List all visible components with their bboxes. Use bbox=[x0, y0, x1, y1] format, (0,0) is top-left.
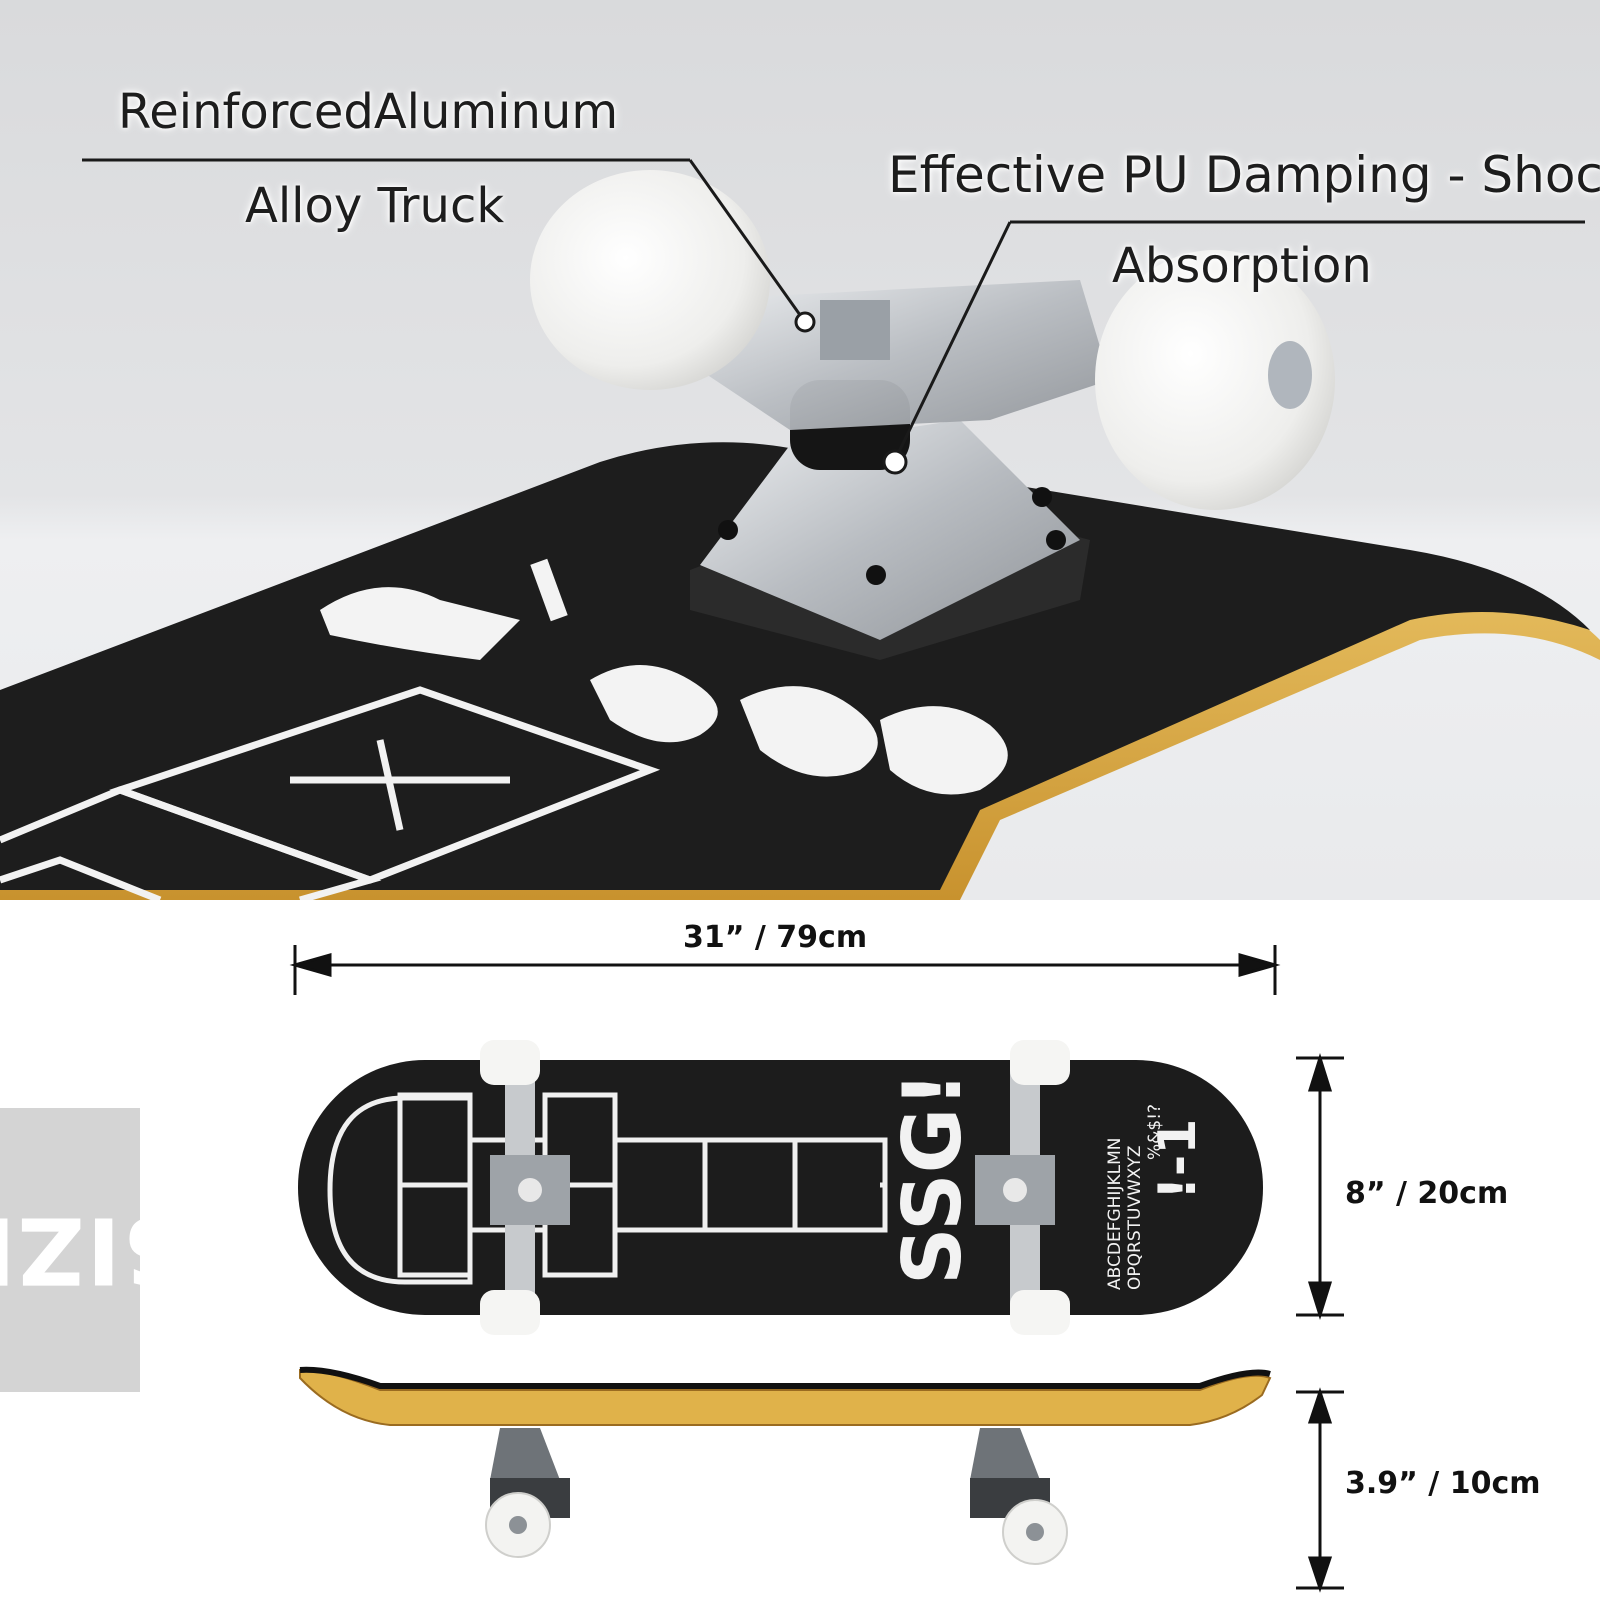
height-arrow bbox=[1296, 1387, 1344, 1593]
callout-leaders bbox=[82, 158, 1585, 461]
width-dimension-label: 8” / 20cm bbox=[1345, 1176, 1509, 1211]
right-wheel-bearing bbox=[1268, 341, 1312, 409]
truck-base bbox=[700, 420, 1080, 640]
dimension-diagram: SSG! ABCDEFGHIJKLMN OPQRSTUVWXYZ %&$!? !… bbox=[289, 945, 1344, 1593]
deck-brand-text: SSG! bbox=[886, 1071, 979, 1285]
length-dimension-label: 31” / 79cm bbox=[683, 920, 868, 955]
deck-alphabet-line3: %&$!? bbox=[1145, 1104, 1165, 1160]
size-tab: SIZE bbox=[0, 1108, 189, 1392]
skateboard-closeup-photo bbox=[0, 0, 1600, 900]
deck-top-view bbox=[298, 1040, 1263, 1335]
right-wheel bbox=[1095, 250, 1335, 510]
baseplate-bolts bbox=[718, 487, 1066, 585]
truck-callout-dot bbox=[794, 311, 816, 333]
truck-hanger bbox=[690, 280, 1110, 430]
deck-brand-graphic bbox=[320, 558, 1008, 795]
deck-mark-text: !-1 bbox=[1148, 1119, 1208, 1200]
left-wheel bbox=[530, 170, 770, 390]
truck-callout-line2: Alloy Truck bbox=[245, 178, 505, 234]
kingpin bbox=[820, 300, 890, 360]
deck-hopscotch-graphic bbox=[0, 686, 661, 900]
bushing-callout-dot bbox=[882, 449, 908, 475]
length-arrow bbox=[289, 945, 1281, 995]
damping-callout-line1: Effective PU Damping - Shock bbox=[888, 146, 1600, 204]
deck-side-view bbox=[299, 1366, 1272, 1565]
width-arrow bbox=[1296, 1052, 1344, 1321]
truck-callout-line1: ReinforcedAluminum bbox=[118, 84, 619, 140]
deck-alphabet-line2: OPQRSTUVWXYZ bbox=[1125, 1145, 1145, 1290]
deck-alphabet-line1: ABCDEFGHIJKLMN bbox=[1105, 1138, 1125, 1290]
height-dimension-label: 3.9” / 10cm bbox=[1345, 1466, 1541, 1501]
damping-callout-line2: Absorption bbox=[1112, 238, 1372, 294]
